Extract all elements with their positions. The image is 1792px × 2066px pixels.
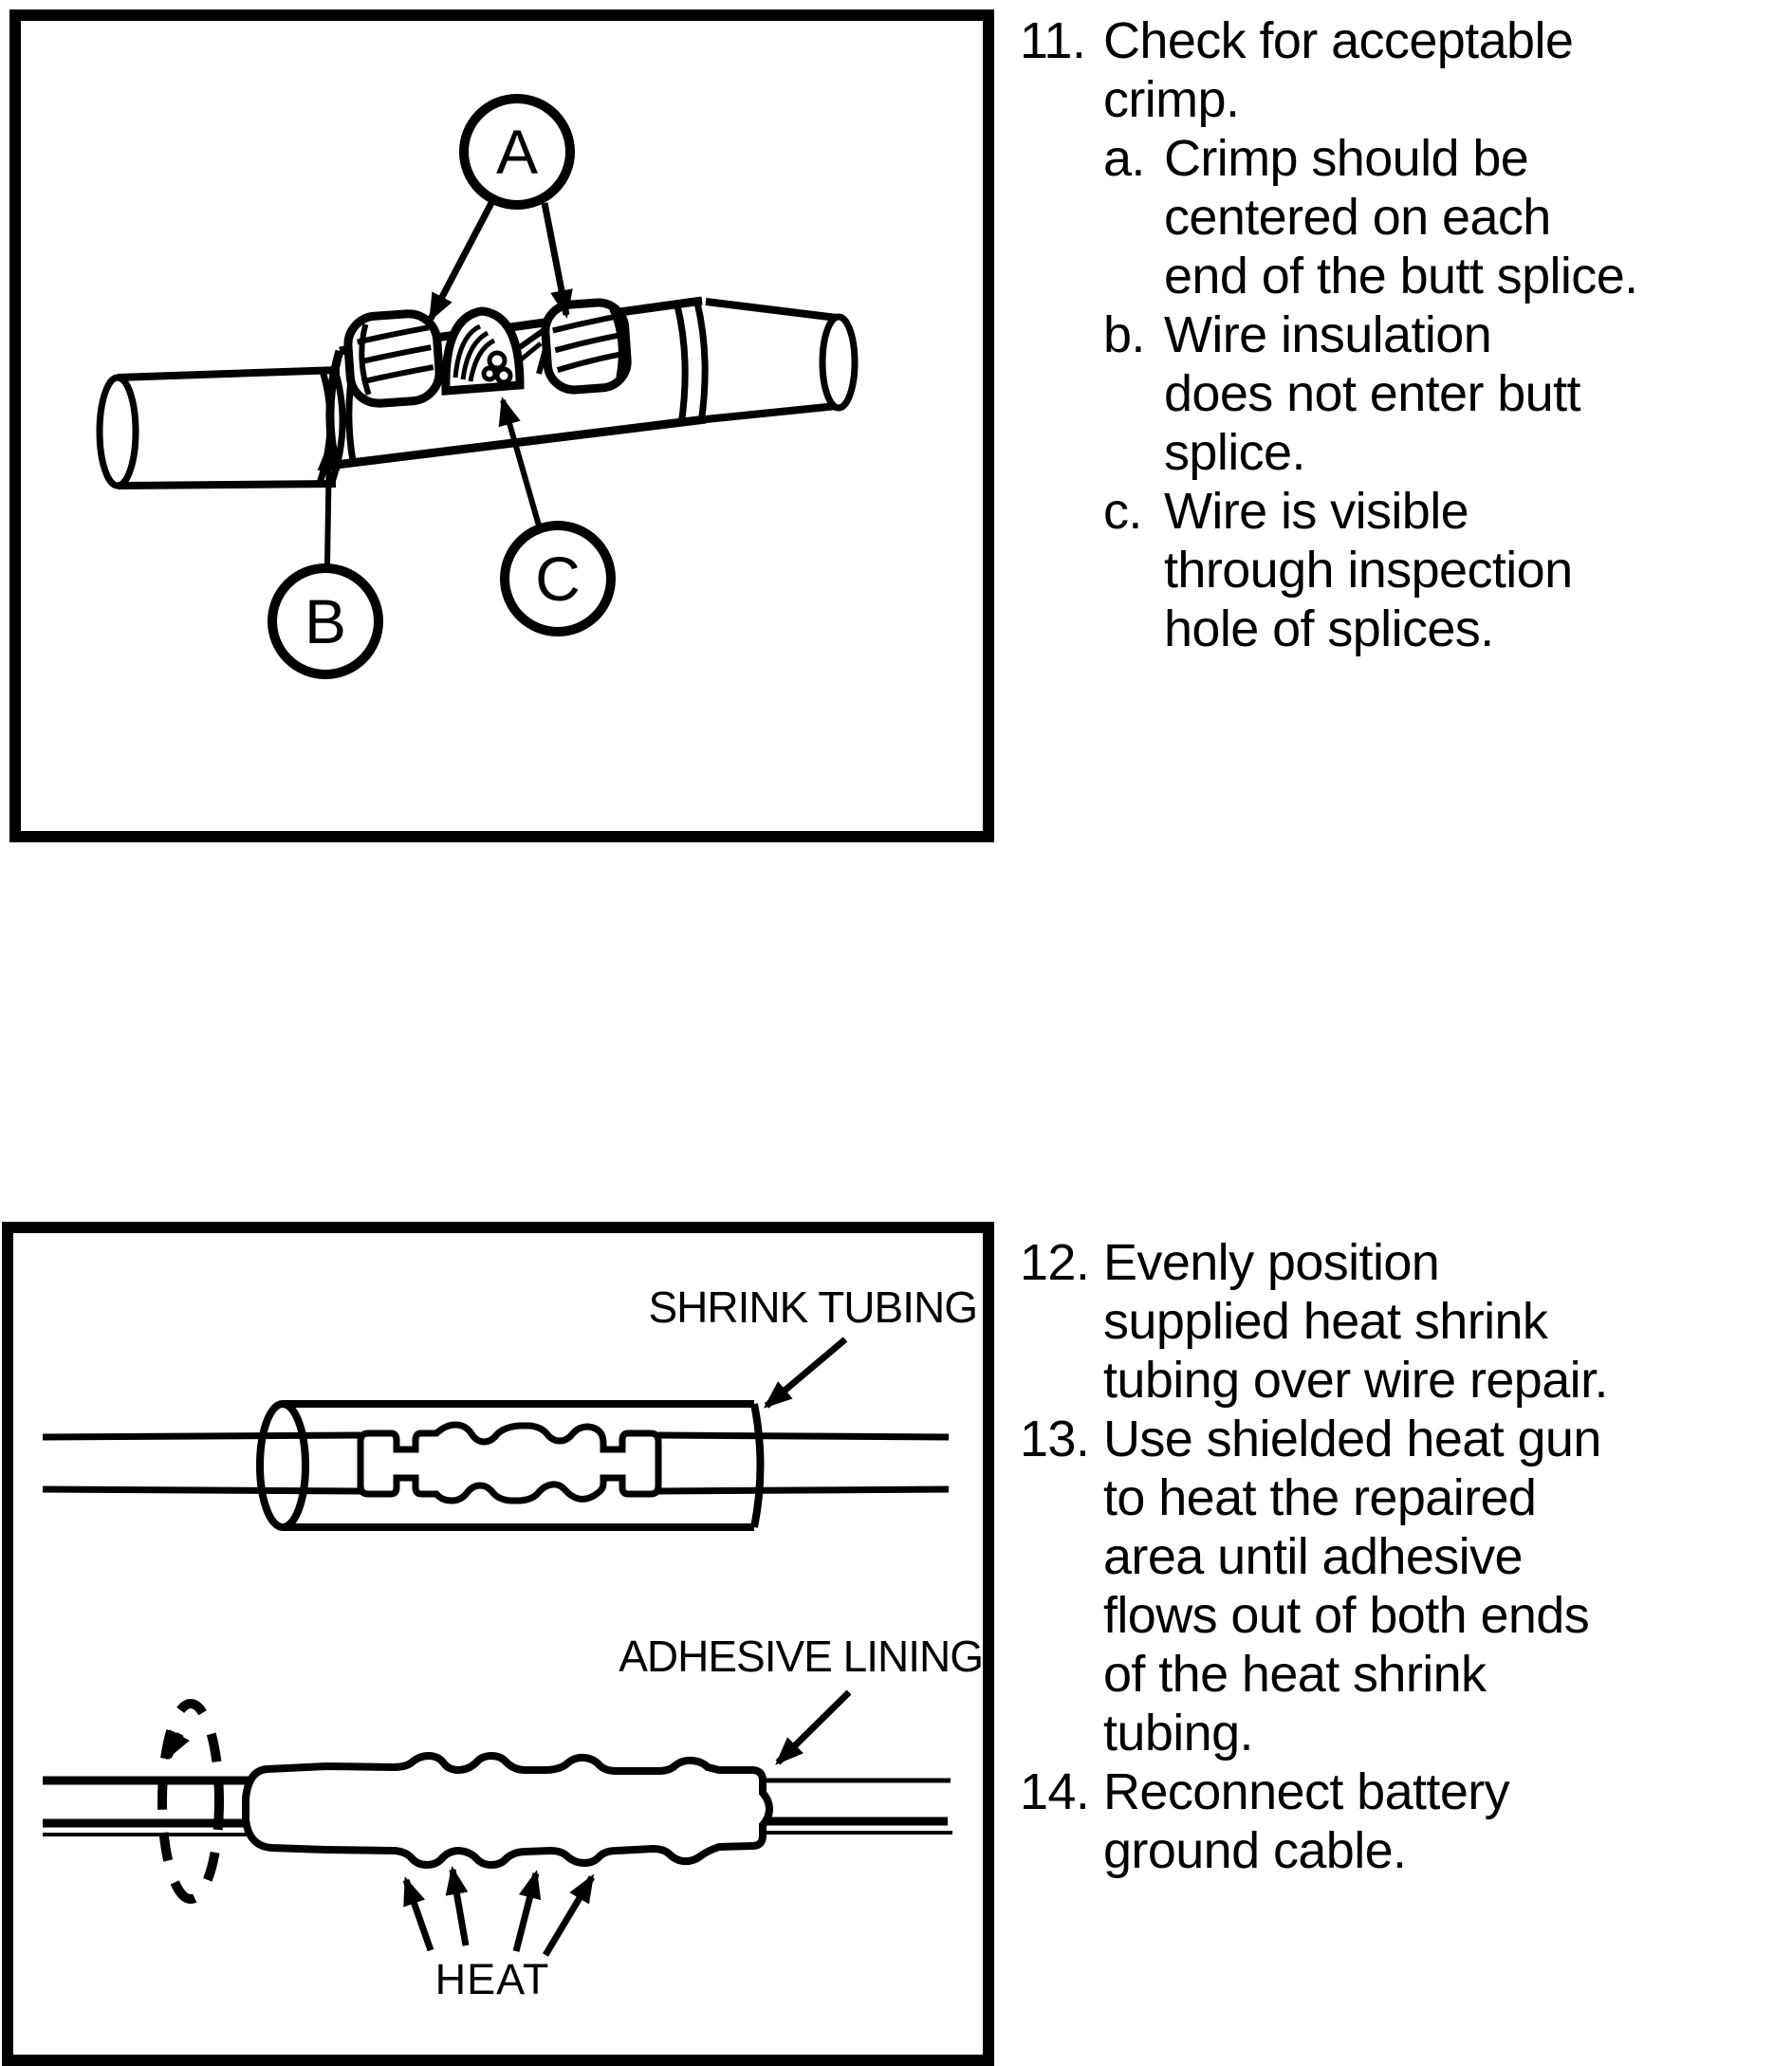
left-wire xyxy=(96,366,346,489)
crimp-inspection-diagram: A B C xyxy=(96,94,859,679)
step-marker: 13. xyxy=(1020,1411,1090,1467)
wire-bottom-edge xyxy=(42,1485,361,1495)
adhesive-lining-arrow xyxy=(775,1689,852,1765)
step-marker: 14. xyxy=(1020,1763,1090,1820)
heat-arrow xyxy=(512,1870,542,1952)
callout-c-circle xyxy=(500,521,616,636)
callout-b-circle xyxy=(268,563,383,679)
callout-c-label: C xyxy=(535,544,581,614)
callout-a: A xyxy=(427,94,575,323)
wire-strand xyxy=(468,338,496,382)
heat-arrow xyxy=(445,1866,470,1946)
step-marker: 11. xyxy=(1020,12,1086,69)
callout-c-arrow xyxy=(498,397,542,526)
wire-strand xyxy=(460,330,490,380)
callout-a-arrow-right xyxy=(541,202,573,319)
tubing-heated-figure: ADHESIVE LINING xyxy=(43,1632,983,2003)
wire-strand-end xyxy=(481,365,498,382)
rotation-cue xyxy=(157,1699,224,1904)
callout-a-circle xyxy=(459,94,575,210)
heat-label: HEAT xyxy=(435,1955,550,2003)
step-marker: c. xyxy=(1103,483,1142,540)
callout-b: B xyxy=(268,442,383,679)
right-crimp-window xyxy=(541,298,632,395)
step-marker: b. xyxy=(1103,306,1145,363)
callout-c: C xyxy=(498,397,616,636)
shrink-tubing-label: SHRINK TUBING xyxy=(648,1282,977,1332)
crimped-splice-outline xyxy=(357,1421,662,1504)
adhesive-lining-label: ADHESIVE LINING xyxy=(619,1632,983,1681)
left-crimp-window xyxy=(343,309,444,408)
right-wire xyxy=(705,298,859,423)
wire-strand-end xyxy=(494,366,513,385)
peeled-flap-line xyxy=(518,341,543,362)
tubing-positioned-figure: SHRINK TUBING xyxy=(42,1282,978,1531)
wire-bottom-edge xyxy=(657,1485,950,1495)
step-marker: 12. xyxy=(1020,1234,1090,1291)
shrunk-tube-outline xyxy=(242,1751,774,1870)
heat-arrow xyxy=(542,1873,596,1957)
callout-b-label: B xyxy=(305,586,346,656)
insulation-ring xyxy=(327,368,346,487)
heat-shrink-diagram: SHRINK TUBING ADHESIVE LINING xyxy=(42,1282,983,2003)
heat-arrow xyxy=(402,1876,434,1952)
splice-end-ring xyxy=(693,302,709,424)
heat-shrink-figure-box: SHRINK TUBING ADHESIVE LINING xyxy=(2,1222,994,2066)
wire-top-edge xyxy=(657,1431,950,1441)
callout-a-label: A xyxy=(496,117,538,187)
callout-b-arrow xyxy=(317,442,341,566)
wire-strand xyxy=(453,323,482,378)
wire-top-edge xyxy=(42,1431,361,1441)
splice-end-ring xyxy=(674,304,689,426)
wire-strand-end xyxy=(487,350,508,371)
callout-a-arrow-left xyxy=(427,201,495,323)
step-marker: a. xyxy=(1103,130,1145,187)
heat-arrows xyxy=(402,1866,596,1957)
crimp-inspection-figure-box: A B C xyxy=(9,9,994,842)
shrink-tube xyxy=(256,1400,765,1531)
shrink-tubing-arrow xyxy=(763,1337,848,1409)
